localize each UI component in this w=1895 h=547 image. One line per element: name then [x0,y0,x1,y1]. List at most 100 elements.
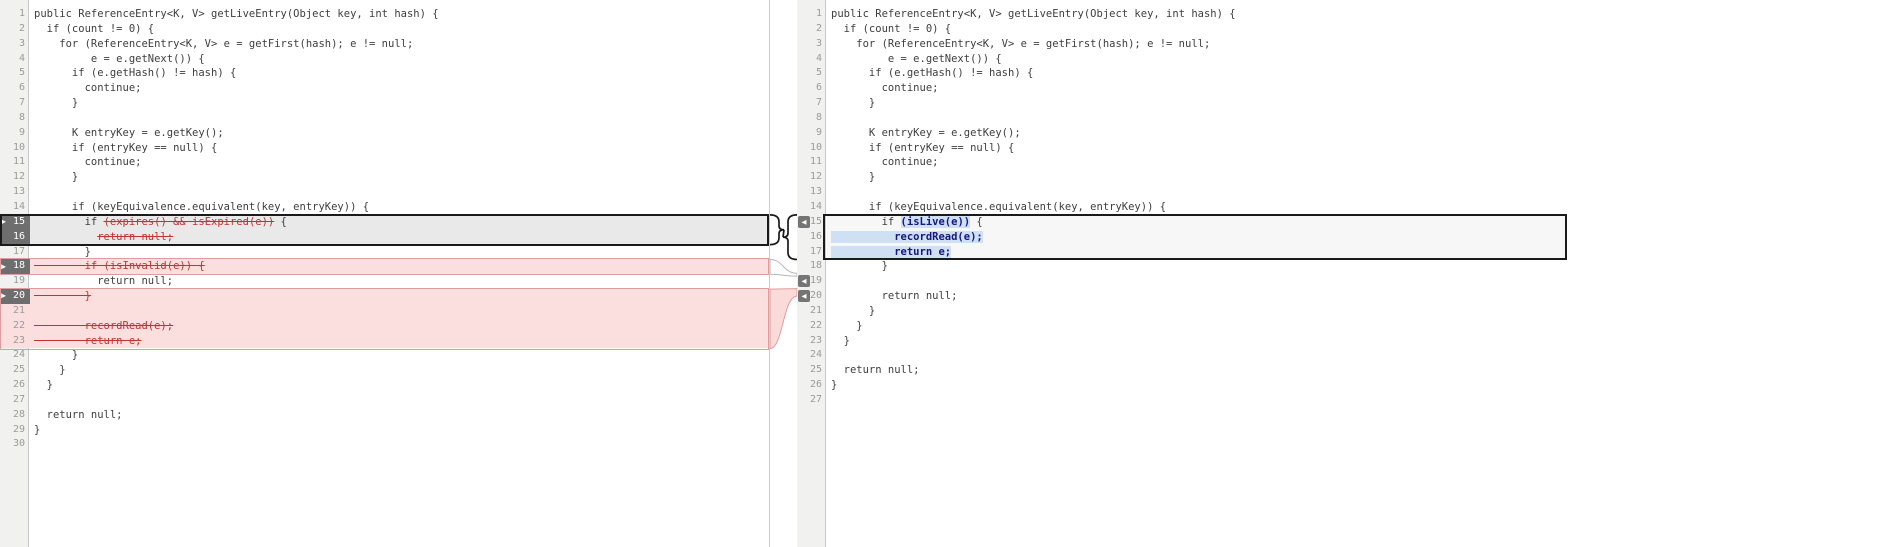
code-text: continue; [831,82,939,95]
line-number: 30 [12,438,25,450]
code-line: 4 e = e.getNext()) { [0,52,769,67]
code-text [30,393,769,408]
line-number: 28 [12,408,25,420]
line-number: 12 [809,171,822,183]
deleted-block-connector-red [770,288,797,350]
line-number: 1 [815,8,822,19]
line-number: 9 [815,126,822,138]
code-line: 23 } [797,334,1567,349]
code-text [30,437,769,452]
code-text: return null; [831,364,920,377]
code-line: 16 recordRead(e); [797,229,1567,245]
code-text: return e; [827,244,1567,260]
code-line: 3 for (ReferenceEntry<K, V> e = getFirst… [0,37,769,52]
merge-left-button[interactable]: ◀ [798,290,810,303]
line-number: 3 [815,37,822,49]
line-number: 4 [18,52,25,64]
code-text: public ReferenceEntry<K, V> getLiveEntry… [831,8,1236,20]
code-text: continue; [34,82,142,95]
code-text: if (keyEquivalence.equivalent(key, entry… [34,200,370,213]
code-text: return null; [34,275,174,288]
right-code-rows: 1 public ReferenceEntry<K, V> getLiveEntr… [797,7,1567,408]
code-text: } [831,319,863,332]
diff-block-marker-icon: ▶ [1,217,6,226]
line-number: 5 [18,67,25,79]
code-line: 12 } [0,170,769,185]
code-line: 9 K entryKey = e.getKey(); [0,126,769,141]
code-text: } [34,364,66,377]
code-text: } [831,304,876,317]
code-line: 30 [0,437,769,452]
code-text: if (entryKey == null) { [34,141,218,154]
code-line: 4 e = e.getNext()) { [797,52,1567,67]
code-line: 7 } [797,96,1567,111]
code-line: 10 if (entryKey == null) { [797,141,1567,156]
code-text: if (expires() && isExpired(e)) { [34,215,287,228]
code-line: 27 [797,393,1567,408]
line-number: 27 [809,393,822,405]
code-line: 14 if (keyEquivalence.equivalent(key, en… [797,200,1567,215]
code-line: 3 for (ReferenceEntry<K, V> e = getFirst… [797,37,1567,52]
code-text: if (count != 0) { [831,22,952,35]
line-number: 19 [809,275,822,287]
code-text: if (keyEquivalence.equivalent(key, entry… [831,200,1167,213]
code-line: ▶18 if (isInvalid(e)) { [0,259,769,275]
code-text: continue; [34,156,142,169]
code-line: 11 continue; [0,155,769,170]
code-text: return e; [34,334,142,347]
line-number: 10 [809,141,822,153]
code-text [827,274,1567,289]
code-text [30,304,769,319]
code-line: 6 continue; [797,81,1567,96]
line-number: 16 [0,229,30,245]
code-text: e = e.getNext()) { [831,52,1002,65]
line-number: 22 [12,319,25,331]
code-line: 18 } [797,259,1567,274]
line-number: 21 [12,304,25,316]
line-number: 20 [809,290,822,302]
line-number: 7 [815,97,822,109]
code-line: 23 return e; [0,333,769,349]
code-text: for (ReferenceEntry<K, V> e = getFirst(h… [34,37,414,50]
code-line: 16 return null; [0,229,769,245]
merge-left-button[interactable]: ◀ [798,215,810,228]
line-number: 21 [809,304,822,316]
code-line: 22 } [797,319,1567,334]
code-text: } [831,171,876,184]
code-text: if (e.getHash() != hash) { [34,67,237,80]
code-line: 15 if (isLive(e)) { [797,214,1567,230]
code-text: if (e.getHash() != hash) { [831,67,1034,80]
line-number: 14 [809,200,822,212]
line-number: 10 [12,141,25,153]
line-number: 25 [12,364,25,376]
code-text [30,111,769,126]
line-number: ▶20 [0,289,30,304]
code-text: K entryKey = e.getKey(); [34,126,224,139]
code-line: 1 public ReferenceEntry<K, V> getLiveEntr… [797,7,1567,22]
code-line: 26} [797,378,1567,393]
code-line: 13 [797,185,1567,200]
code-text: if (isLive(e)) { [827,214,1567,230]
code-text: return null; [831,290,958,303]
code-line: 5 if (e.getHash() != hash) { [0,66,769,81]
code-line: ▶20 } [0,289,769,304]
diff-block-marker-icon: ▶ [1,292,6,301]
code-text: } [831,379,838,392]
line-number: 13 [809,186,822,198]
merge-left-button[interactable]: ◀ [798,275,810,288]
current-diff-left-brace [770,214,785,246]
code-text: recordRead(e); [34,319,174,332]
line-number: 11 [809,156,822,168]
code-line: 19 return null; [0,274,769,289]
line-number: 8 [815,111,822,123]
code-text: } [34,423,41,436]
code-line: 11 continue; [797,155,1567,170]
line-number: 24 [12,349,25,361]
line-number: 25 [809,364,822,376]
right-pane[interactable]: 1 public ReferenceEntry<K, V> getLiveEntr… [797,0,1567,547]
code-text: } [831,334,850,347]
line-number: ▶15 [0,214,30,230]
